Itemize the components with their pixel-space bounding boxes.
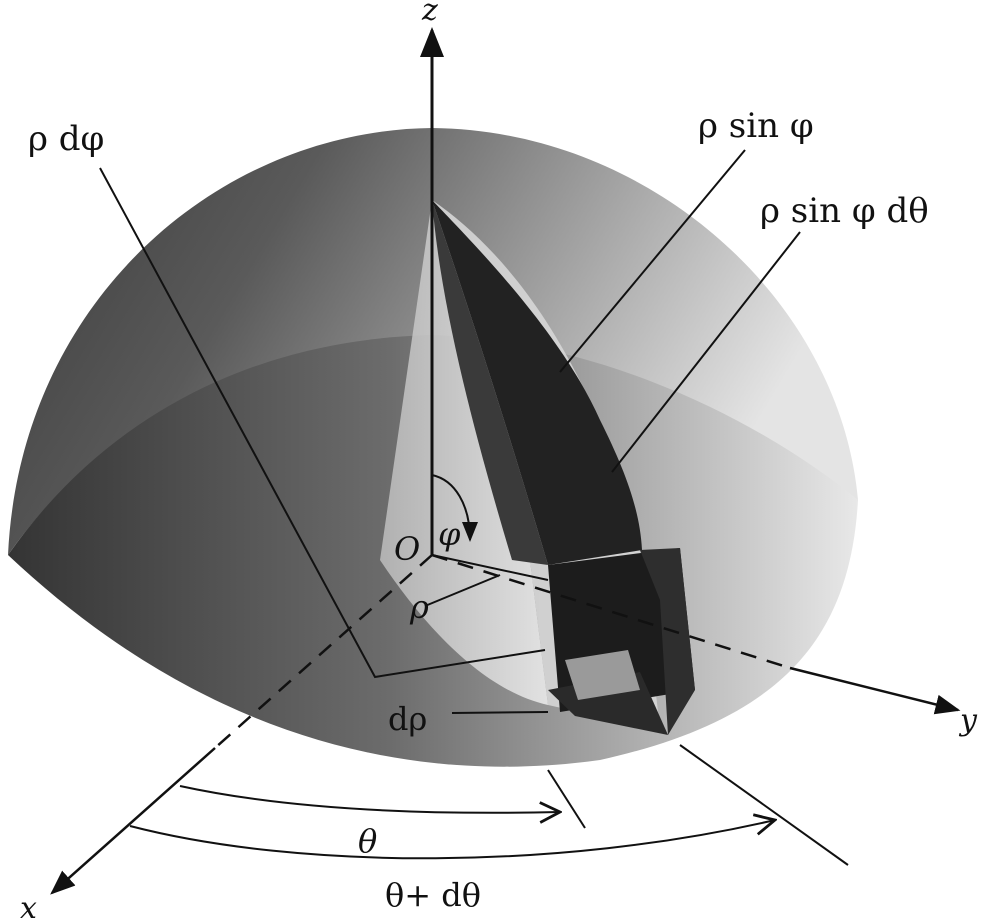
volume-element-hole xyxy=(565,650,640,700)
rho-dphi-label: ρ dφ xyxy=(28,119,104,159)
d-rho-label: dρ xyxy=(388,700,427,738)
wedge-slice-edge xyxy=(432,200,548,565)
rho-dphi-leader xyxy=(99,167,546,679)
y-axis-label: y xyxy=(958,703,978,738)
volume-element-side-face xyxy=(640,548,695,735)
y-axis-hidden-segment xyxy=(431,553,791,670)
z-axis-label: z xyxy=(421,0,438,28)
rho-sin-phi-label: ρ sin φ xyxy=(698,106,814,146)
origin-label: O xyxy=(394,530,420,568)
d-rho-leader xyxy=(451,711,549,714)
x-axis-label: x xyxy=(20,891,37,922)
theta-dtheta-arc xyxy=(129,820,775,860)
rho-sin-phi-dtheta-leader xyxy=(611,231,801,473)
theta-plus-dtheta-label: θ+ dθ xyxy=(385,876,481,914)
phi-label: φ xyxy=(438,515,461,553)
rho-line xyxy=(431,554,549,581)
x-axis-hidden-segment xyxy=(214,554,433,749)
hemisphere-cutaway-interior xyxy=(380,200,548,705)
rho-sin-phi-dtheta-label: ρ sin φ dθ xyxy=(760,191,929,231)
theta-label: θ xyxy=(358,822,377,860)
y-axis xyxy=(789,666,961,715)
x-axis xyxy=(50,747,216,895)
theta-arc xyxy=(179,785,560,813)
rho-leader xyxy=(424,574,501,607)
phi-arc xyxy=(431,474,478,542)
rho-label: ρ xyxy=(409,588,429,626)
rho-sin-phi-leader xyxy=(559,149,746,373)
wedge-slice xyxy=(432,200,642,565)
theta-dtheta-tick xyxy=(679,744,849,866)
theta-tick xyxy=(547,769,586,829)
